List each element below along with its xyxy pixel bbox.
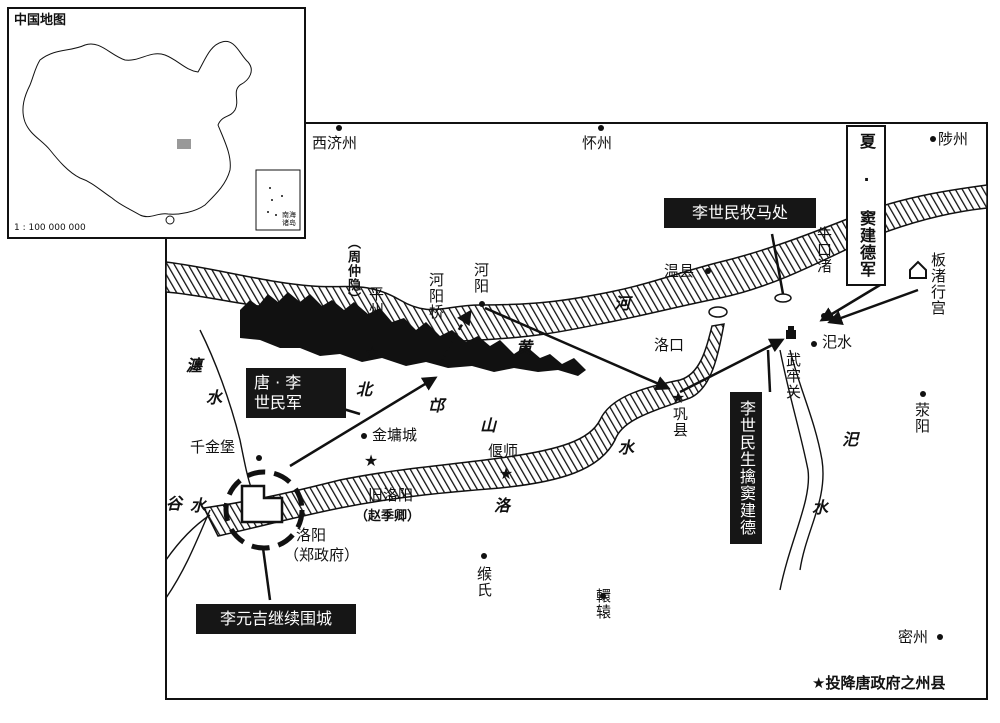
label-bei: 北 [356, 380, 373, 399]
label-wenxian: 温县 [664, 262, 695, 280]
label-shanzhou: 陟州 [938, 130, 969, 148]
label-zhaojiqing: （赵季卿） [355, 509, 421, 524]
luo-river [202, 323, 725, 537]
label-hulaoguan: 武牢关 [784, 352, 802, 400]
label-si-water: 水 [812, 498, 829, 517]
label-luoyang: 洛阳 [296, 526, 327, 544]
label-jiuluoyang: 旧洛阳 [368, 486, 414, 504]
gongxian-star: ★ [671, 388, 685, 407]
label-jinyongcheng: 金墉城 [372, 426, 418, 444]
place-dots [256, 125, 943, 640]
label-he: 河 [614, 294, 631, 313]
jiuluoyang-star: ★ [364, 451, 378, 470]
label-xingyang: 荥阳 [913, 402, 931, 434]
label-huang: 黄 [516, 338, 533, 357]
label-shan: 山 [480, 416, 497, 435]
label-qianjinbao: 千金堡 [190, 438, 236, 456]
inset-title: 中国地图 [14, 13, 67, 28]
callout-horse-pasture: 李世民牧马处 [664, 198, 816, 228]
legend-star-icon: ★ [812, 674, 826, 692]
label-zhengzhengfu: （郑政府） [284, 546, 360, 564]
callout-capture: 李世民生擒窦建德 [730, 392, 762, 544]
label-gu: 谷 [166, 494, 183, 513]
callout-xia-army: 夏 · 窦建德军 [846, 125, 886, 286]
luoyang-region-highlight [177, 139, 191, 149]
label-goushi: 缑氏 [475, 566, 493, 598]
luoyang-city-icon [240, 484, 284, 524]
label-si: 汜 [842, 430, 859, 449]
south-china-sea-inset [255, 169, 301, 231]
label-huanyuan: 轘辕 [594, 588, 612, 620]
china-outline [22, 40, 252, 218]
pingzhou-star: ★ [365, 343, 379, 362]
label-heyang: 河阳 [472, 262, 490, 294]
label-sishui-town: 汜水 [822, 333, 853, 351]
label-luo: 洛 [494, 496, 511, 515]
label-chan-water: 水 [206, 388, 223, 407]
legend-text: 投降唐政府之州县 [825, 674, 946, 692]
label-niukouzhu: 牛口渚 [815, 226, 833, 274]
inset-sea-label: 南海诸岛 [282, 211, 296, 227]
legend: ★投降唐政府之州县 [812, 676, 945, 691]
label-gu-water: 水 [190, 496, 207, 515]
label-heyangqiao: 河阳桥 [427, 272, 445, 320]
yanshi-star: ★ [499, 464, 513, 483]
label-luo-water: 水 [618, 438, 635, 457]
label-xijizhou: 西济州 [312, 134, 358, 152]
label-chan: 瀍 [186, 356, 203, 375]
label-banzhu: 板渚行宫 [929, 252, 947, 316]
callout-tang-army: 唐 · 李 世民军 [246, 368, 346, 418]
beimang-mountains [240, 292, 586, 376]
label-gongxian: 巩县 [671, 406, 689, 438]
inset-scale: 1 : 100 000 000 [14, 223, 86, 233]
label-mang: 邙 [428, 396, 445, 415]
label-mizhou: 密州 [898, 628, 929, 646]
army-arrows [289, 283, 919, 468]
label-luokou: 洛口 [654, 336, 685, 354]
label-huaizhou: 怀州 [582, 134, 613, 152]
label-yanshi: 偃师 [488, 442, 519, 460]
label-pingzhou: 平州 [367, 286, 385, 318]
label-zhouzhongyin: （周仲隐） [345, 236, 360, 306]
callout-siege: 李元吉继续围城 [196, 604, 356, 634]
